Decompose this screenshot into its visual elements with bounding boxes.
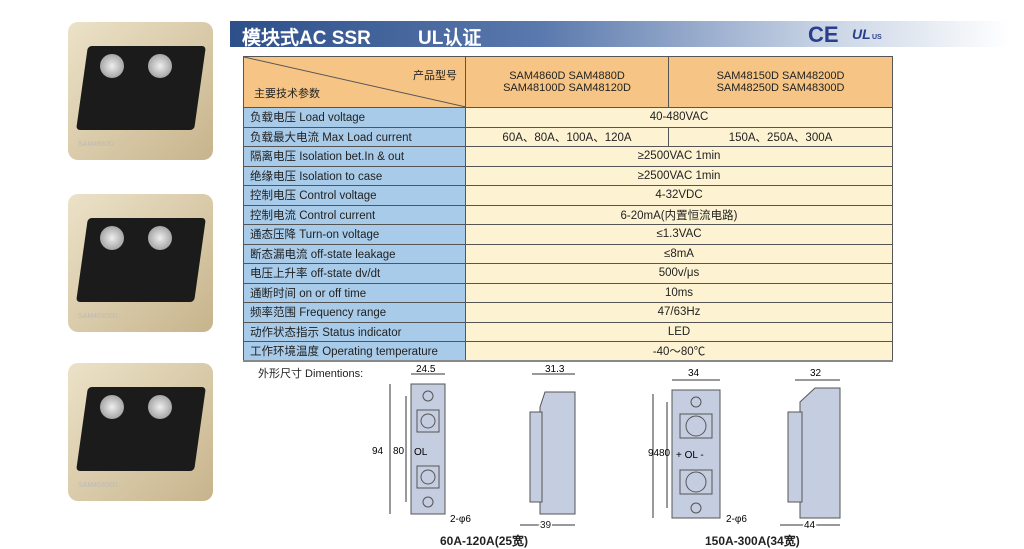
model-line: SAM48250D SAM48300D xyxy=(716,82,845,94)
row-label: 断态漏电流 off-state leakage xyxy=(243,243,466,264)
product-photo-1: SAM4860D xyxy=(68,22,213,160)
params-label: 主要技术参数 xyxy=(254,88,320,100)
row-value: 47/63Hz xyxy=(465,302,893,323)
divider xyxy=(243,360,893,362)
row-label: 负载最大电流 Max Load current xyxy=(243,126,466,147)
dim-pitch: 80 xyxy=(393,446,405,457)
product-model-label: 产品型号 xyxy=(413,70,457,82)
header-diagonal-cell: 产品型号 主要技术参数 xyxy=(243,56,466,108)
led-label: + OL - xyxy=(676,450,704,461)
row-value: 10ms xyxy=(465,282,893,303)
dimensions-label: 外形尺寸 Dimentions: xyxy=(258,368,364,380)
large-front-view xyxy=(671,389,721,519)
row-value: 40-480VAC xyxy=(465,107,893,128)
row-label: 电压上升率 off-state dv/dt xyxy=(243,263,466,284)
dim-height: 94 xyxy=(648,448,660,459)
row-value: 500v/μs xyxy=(465,263,893,284)
title-bar: 模块式AC SSR UL认证 xyxy=(230,21,1010,49)
dim-depth: 32 xyxy=(810,368,822,379)
table-row: 隔离电压 Isolation bet.In & out≥2500VAC 1min xyxy=(243,146,893,167)
table-row: 断态漏电流 off-state leakage≤8mA xyxy=(243,243,893,264)
row-label: 隔离电压 Isolation bet.In & out xyxy=(243,146,466,167)
row-value: 6-20mA(内置恒流电路) xyxy=(465,204,893,225)
row-label: 通态压降 Turn-on voltage xyxy=(243,224,466,245)
row-label: 通断时间 on or off time xyxy=(243,282,466,303)
photo-label: SAM4860D xyxy=(78,141,114,148)
row-value: -40～80℃ xyxy=(465,341,893,362)
row-label: 工作环境温度 Operating temperature xyxy=(243,341,466,362)
table-row: 绝缘电压 Isolation to case≥2500VAC 1min xyxy=(243,165,893,186)
dim-width: 24.5 xyxy=(416,364,436,375)
row-value: ≥2500VAC 1min xyxy=(465,146,893,167)
dim-base: 39 xyxy=(540,520,552,531)
led-label: OL xyxy=(414,447,428,458)
dimension-drawings: OL 24.5 94 80 2-φ6 31.3 39 + OL - 34 94 … xyxy=(372,364,841,532)
small-caption: 60A-120A(25宽) xyxy=(440,534,529,548)
dim-height: 94 xyxy=(372,446,384,457)
us-logo: US xyxy=(872,34,882,41)
row-value: ≤1.3VAC xyxy=(465,224,893,245)
photo-label: SAM40200D xyxy=(78,313,118,320)
large-caption: 150A-300A(34宽) xyxy=(705,534,800,548)
model-line: SAM48150D SAM48200D xyxy=(716,70,845,82)
row-value: 60A、80A、100A、120A xyxy=(465,126,669,147)
row-label: 绝缘电压 Isolation to case xyxy=(243,165,466,186)
row-label: 控制电压 Control voltage xyxy=(243,185,466,206)
product-photo-2: SAM40200D xyxy=(68,194,213,332)
ce-logo: CE xyxy=(808,22,839,47)
row-value: ≥2500VAC 1min xyxy=(465,165,893,186)
row-label: 控制电流 Control current xyxy=(243,204,466,225)
model-line: SAM4860D SAM4880D xyxy=(509,70,625,82)
row-label: 频率范围 Frequency range xyxy=(243,302,466,323)
photo-label: SAM40300D xyxy=(78,482,118,489)
dim-base: 44 xyxy=(804,520,816,531)
dim-pitch: 80 xyxy=(659,448,671,459)
dim-width: 34 xyxy=(688,368,700,379)
row-value: ≤8mA xyxy=(465,243,893,264)
row-value: 4-32VDC xyxy=(465,185,893,206)
page-title: 模块式AC SSR xyxy=(242,28,371,49)
small-front-view xyxy=(410,383,446,515)
ul-logo: UL xyxy=(852,26,871,42)
row-value: 150A、250A、300A xyxy=(668,126,893,147)
dim-hole: 2-φ6 xyxy=(450,514,471,525)
table-row: 通态压降 Turn-on voltage≤1.3VAC xyxy=(243,224,893,245)
dim-hole: 2-φ6 xyxy=(726,514,747,525)
model-line: SAM48100D SAM48120D xyxy=(503,82,631,94)
product-photo-3: SAM40300D xyxy=(68,363,213,501)
table-row: 工作环境温度 Operating temperature-40～80℃ xyxy=(243,341,893,362)
row-label: 动作状态指示 Status indicator xyxy=(243,321,466,342)
ul-title: UL认证 xyxy=(418,28,482,49)
row-label: 负载电压 Load voltage xyxy=(243,107,466,128)
dim-depth: 31.3 xyxy=(545,364,565,375)
row-value: LED xyxy=(465,321,893,342)
